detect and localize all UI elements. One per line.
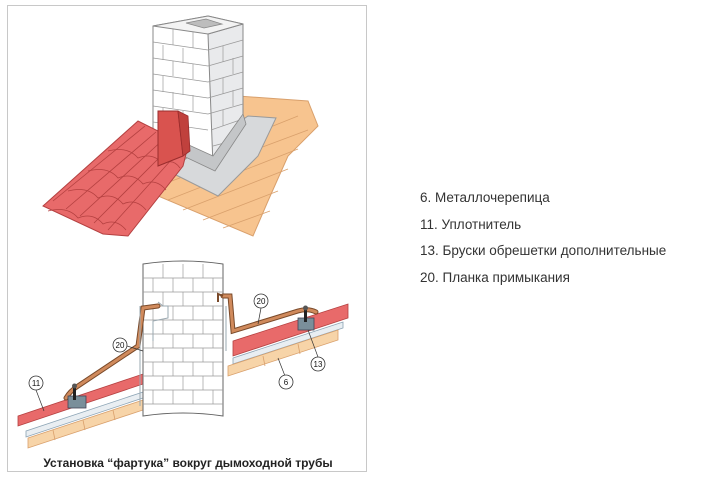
legend-item-metal-tile: 6. Металлочерепица bbox=[420, 190, 550, 205]
chimney-section bbox=[142, 260, 224, 417]
legend-item-battens: 13. Бруски обрешетки дополнительные bbox=[420, 243, 667, 258]
figure-caption: Установка “фартука” вокруг дымоходной тр… bbox=[43, 456, 333, 470]
svg-text:20: 20 bbox=[116, 341, 125, 350]
metal-tile-roof-3d bbox=[42, 110, 191, 237]
sealant-blocks bbox=[67, 305, 315, 409]
svg-text:11: 11 bbox=[32, 379, 41, 388]
callout-13: 13 bbox=[307, 329, 326, 372]
callout-20-right: 20 bbox=[253, 293, 269, 325]
svg-text:6: 6 bbox=[284, 378, 289, 387]
svg-text:20: 20 bbox=[257, 297, 266, 306]
callout-11: 11 bbox=[28, 375, 45, 412]
callout-20-left: 20 bbox=[112, 337, 144, 353]
roof-section-right bbox=[227, 303, 349, 377]
legend-item-flashing-strip: 20. Планка примыкания bbox=[420, 269, 570, 285]
callout-6: 6 bbox=[277, 357, 294, 390]
svg-text:13: 13 bbox=[314, 360, 323, 369]
chimney-diagram: 20 20 11 13 6 bbox=[17, 15, 349, 449]
legend-item-sealant: 11. Уплотнитель bbox=[420, 216, 522, 232]
installation-figure: 20 20 11 13 6 Установка “фартука” вокруг… bbox=[7, 5, 367, 472]
legend-list: 6. Металлочерепица 11. Уплотнитель 13. Б… bbox=[420, 187, 666, 293]
